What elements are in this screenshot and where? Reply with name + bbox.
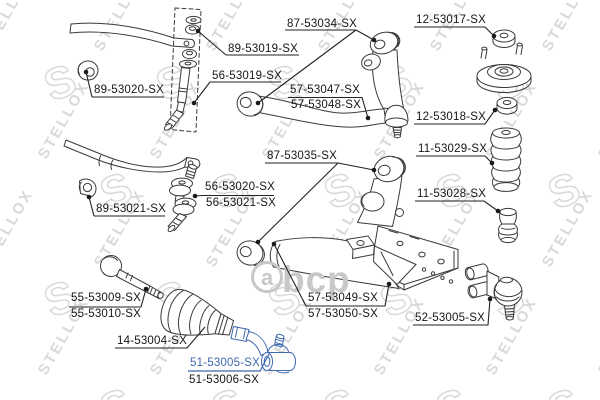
bump-stop (498, 207, 518, 244)
highlight-leader (188, 353, 270, 372)
ball-joint (464, 263, 523, 321)
part-number-57-53049-sx[interactable]: 57-53049-SX (308, 292, 378, 304)
stabilizer-bushing-rear (78, 178, 97, 197)
leader-dots (83, 28, 501, 302)
abcp-bcp-letters: bcp (282, 259, 351, 300)
part-number-56-53019-sx[interactable]: 56-53019-SX (212, 70, 282, 82)
part-number-12-53018-sx[interactable]: 12-53018-SX (416, 111, 486, 123)
stabilizer-link-front (163, 15, 202, 131)
part-number-89-53019-sx[interactable]: 89-53019-SX (228, 43, 298, 55)
part-number-14-53004-sx[interactable]: 14-53004-SX (117, 335, 187, 347)
line-art (63, 7, 532, 374)
part-number-57-53050-sx[interactable]: 57-53050-SX (308, 308, 378, 320)
part-number-56-53020-sx[interactable]: 56-53020-SX (205, 181, 275, 193)
lower-control-arm (236, 155, 459, 291)
tie-rod-end-highlighted (230, 326, 296, 374)
part-number-12-53017-sx[interactable]: 12-53017-SX (416, 14, 486, 26)
inner-tie-rod (100, 255, 164, 299)
part-number-55-53010-sx[interactable]: 55-53010-SX (71, 308, 141, 320)
abcp-watermark: a bcp (251, 259, 351, 300)
stabilizer-bushing-front (77, 60, 99, 81)
shock-dust-boot (490, 127, 522, 192)
part-number-57-53048-sx[interactable]: 57-53048-SX (291, 99, 361, 111)
steering-rack-boot (160, 288, 235, 336)
strut-washer-bottom (496, 96, 518, 115)
assembly-box (169, 7, 202, 133)
stabilizer-link-rear (167, 164, 198, 233)
part-number-55-53009-sx[interactable]: 55-53009-SX (71, 292, 141, 304)
strut-mount (476, 42, 532, 93)
abcp-a-letter: a (261, 265, 274, 290)
stabilizer-bar-front (69, 22, 195, 48)
part-number-87-53035-sx[interactable]: 87-53035-SX (267, 150, 337, 162)
part-number-89-53020-sx[interactable]: 89-53020-SX (94, 84, 164, 96)
part-number-56-53021-sx[interactable]: 56-53021-SX (206, 197, 276, 209)
upper-control-arm (236, 31, 409, 139)
part-number-52-53005-sx[interactable]: 52-53005-SX (415, 312, 485, 324)
strut-washer-top (492, 29, 516, 48)
part-number-57-53047-sx[interactable]: 57-53047-SX (290, 84, 360, 96)
leader-lines (69, 26, 499, 349)
part-number-51-53006-sx[interactable]: 51-53006-SX (189, 374, 259, 386)
part-number-89-53021-sx[interactable]: 89-53021-SX (96, 203, 166, 215)
part-number-11-53028-sx[interactable]: 11-53028-SX (417, 188, 487, 200)
part-number-51-53005-sx-highlighted[interactable]: 51-53005-SX (190, 357, 260, 369)
part-number-87-53034-sx[interactable]: 87-53034-SX (287, 18, 357, 30)
part-number-11-53029-sx[interactable]: 11-53029-SX (418, 143, 488, 155)
